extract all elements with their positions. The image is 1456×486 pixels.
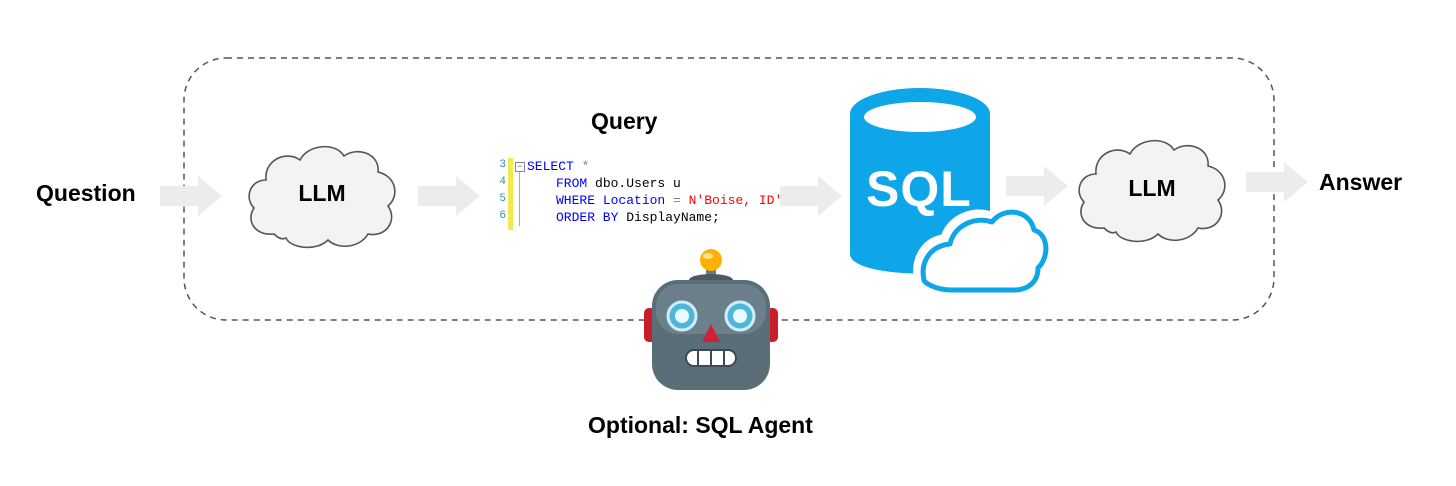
sql-keyword: WHERE xyxy=(556,193,596,208)
code-line: 6 ORDER BY DisplayName; xyxy=(494,209,784,226)
sql-keyword: ORDER BY xyxy=(556,210,619,225)
sql-keyword: SELECT xyxy=(527,159,574,174)
arrow-right-icon xyxy=(160,176,222,216)
sql-token: DisplayName; xyxy=(618,210,720,225)
answer-label: Answer xyxy=(1319,169,1403,195)
line-number: 4 xyxy=(499,176,506,188)
cloud-icon xyxy=(1078,139,1226,243)
sql-code-snippet: − 3 SELECT * 4 FROM dbo.Users u 5 WHERE … xyxy=(494,158,784,230)
sql-database-icon xyxy=(850,88,1056,298)
cloud-icon xyxy=(248,145,396,249)
robot-icon xyxy=(644,249,778,390)
line-number: 3 xyxy=(499,159,506,171)
arrow-right-icon xyxy=(1006,166,1068,206)
sql-string: N'Boise, ID' xyxy=(680,193,783,208)
sql-token: = xyxy=(665,193,681,208)
line-number: 6 xyxy=(499,210,506,222)
sql-keyword: FROM xyxy=(556,176,588,191)
code-fold-line xyxy=(519,170,520,226)
query-label: Query xyxy=(591,108,658,134)
line-number: 5 xyxy=(499,193,506,205)
code-change-bar xyxy=(508,158,513,230)
sql-token: * xyxy=(573,159,590,174)
sql-token: dbo.Users u xyxy=(587,176,681,191)
arrow-right-icon xyxy=(418,176,480,216)
code-fold-icon: − xyxy=(515,162,525,172)
arrow-right-icon xyxy=(780,176,842,216)
question-label: Question xyxy=(36,180,136,206)
sql-logo-text: SQL xyxy=(866,161,972,217)
sql-agent-label: Optional: SQL Agent xyxy=(588,412,813,438)
arrow-right-icon xyxy=(1246,162,1308,202)
code-line: 3 SELECT * xyxy=(494,158,784,175)
sql-token: Location xyxy=(595,193,666,208)
llm-label-first: LLM xyxy=(298,180,346,206)
code-line: 5 WHERE Location = N'Boise, ID' xyxy=(494,192,784,209)
code-line: 4 FROM dbo.Users u xyxy=(494,175,784,192)
llm-label-second: LLM xyxy=(1128,175,1176,201)
